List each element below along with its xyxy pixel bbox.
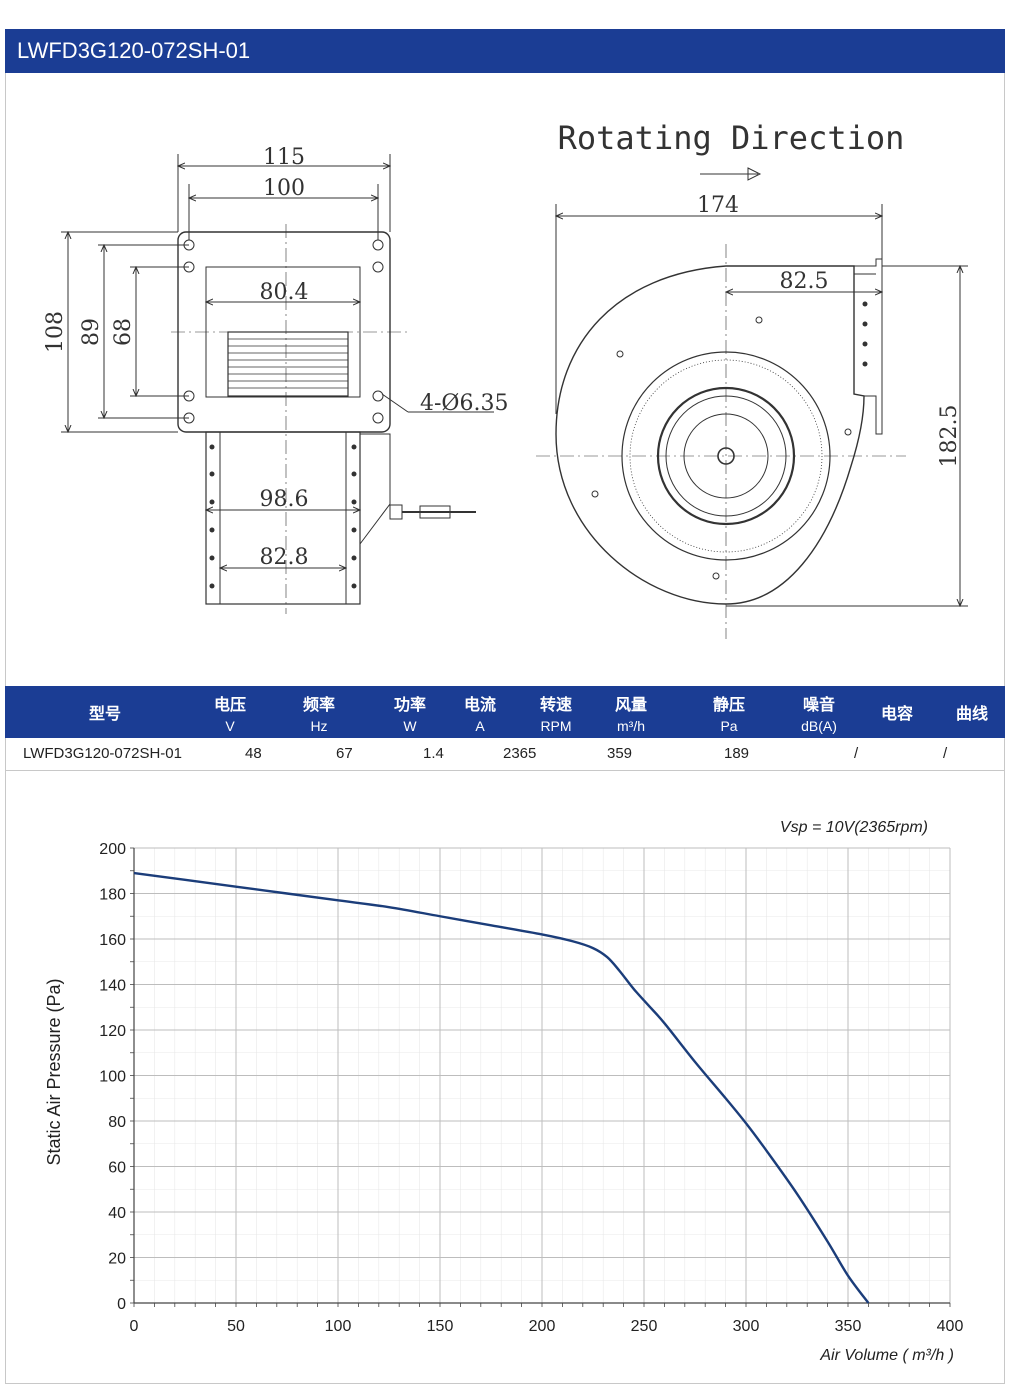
cell-model: LWFD3G120-072SH-01 <box>23 745 182 762</box>
y-tick-label: 80 <box>108 1114 126 1131</box>
dim-108: 108 <box>43 311 68 353</box>
spec-table-row: LWFD3G120-072SH-01 48 67 1.4 2365 359 18… <box>5 738 1005 771</box>
dim-68: 68 <box>111 318 136 346</box>
y-tick-label: 20 <box>108 1251 126 1268</box>
front-view: 115 100 80.4 108 89 68 4-Ø6.35 98.6 82.8 <box>43 145 508 614</box>
y-tick-label: 180 <box>99 887 126 904</box>
x-tick-label: 300 <box>733 1318 760 1335</box>
dim-115: 115 <box>263 145 305 170</box>
cell-frequency: 67 <box>336 745 353 762</box>
cell-voltage: 48 <box>245 745 262 762</box>
dim-80-4: 80.4 <box>260 280 309 305</box>
x-tick-label: 50 <box>227 1318 245 1335</box>
x-tick-label: 400 <box>937 1318 964 1335</box>
dim-82-5: 82.5 <box>780 269 829 294</box>
x-tick-label: 350 <box>835 1318 862 1335</box>
col-capacitor: 电容 <box>880 704 913 723</box>
technical-drawing: 115 100 80.4 108 89 68 4-Ø6.35 98.6 82.8 <box>43 119 968 639</box>
x-tick-label: 250 <box>631 1318 658 1335</box>
y-tick-label: 120 <box>99 1023 126 1040</box>
y-tick-label: 100 <box>99 1069 126 1086</box>
cell-static-pressure: 189 <box>724 745 750 762</box>
x-tick-label: 0 <box>130 1318 139 1335</box>
rotating-direction-label: Rotating Direction <box>558 119 905 157</box>
x-tick-label: 100 <box>325 1318 352 1335</box>
side-view: Rotating Direction 174 82.5 182.5 <box>536 119 968 639</box>
cell-curve: / <box>943 745 948 762</box>
dim-holes: 4-Ø6.35 <box>420 391 508 416</box>
cell-capacitor: / <box>854 745 859 762</box>
x-tick-label: 150 <box>427 1318 454 1335</box>
performance-chart: 0 50 100 150 200 250 300 350 400 0 20 40 60 80 100 120 1… <box>44 819 964 1364</box>
dim-100: 100 <box>263 176 305 201</box>
pq-curve-line <box>133 871 870 1304</box>
dim-182-5: 182.5 <box>937 405 962 468</box>
chart-annotation: Vsp = 10V(2365rpm) <box>780 819 928 836</box>
y-tick-label: 0 <box>117 1296 126 1313</box>
x-axis-label: Air Volume ( m³/h ) <box>819 1347 954 1364</box>
dim-98-6: 98.6 <box>260 487 309 512</box>
y-tick-label: 40 <box>108 1205 126 1222</box>
cell-speed: 2365 <box>503 745 537 762</box>
col-curve: 曲线 <box>955 704 988 723</box>
y-axis-label: Static Air Pressure (Pa) <box>44 978 64 1165</box>
col-model: 型号 <box>88 704 121 723</box>
y-tick-label: 200 <box>99 841 126 858</box>
dim-174: 174 <box>697 193 739 218</box>
cell-air-volume: 359 <box>607 745 633 762</box>
y-tick-label: 140 <box>99 978 126 995</box>
y-tick-label: 160 <box>99 932 126 949</box>
x-tick-label: 200 <box>529 1318 556 1335</box>
y-tick-label: 60 <box>108 1160 126 1177</box>
dim-82-8: 82.8 <box>260 545 309 570</box>
cell-power: 1.4 <box>423 745 444 762</box>
page-title: LWFD3G120-072SH-01 <box>5 29 1005 73</box>
dim-89: 89 <box>79 318 104 346</box>
